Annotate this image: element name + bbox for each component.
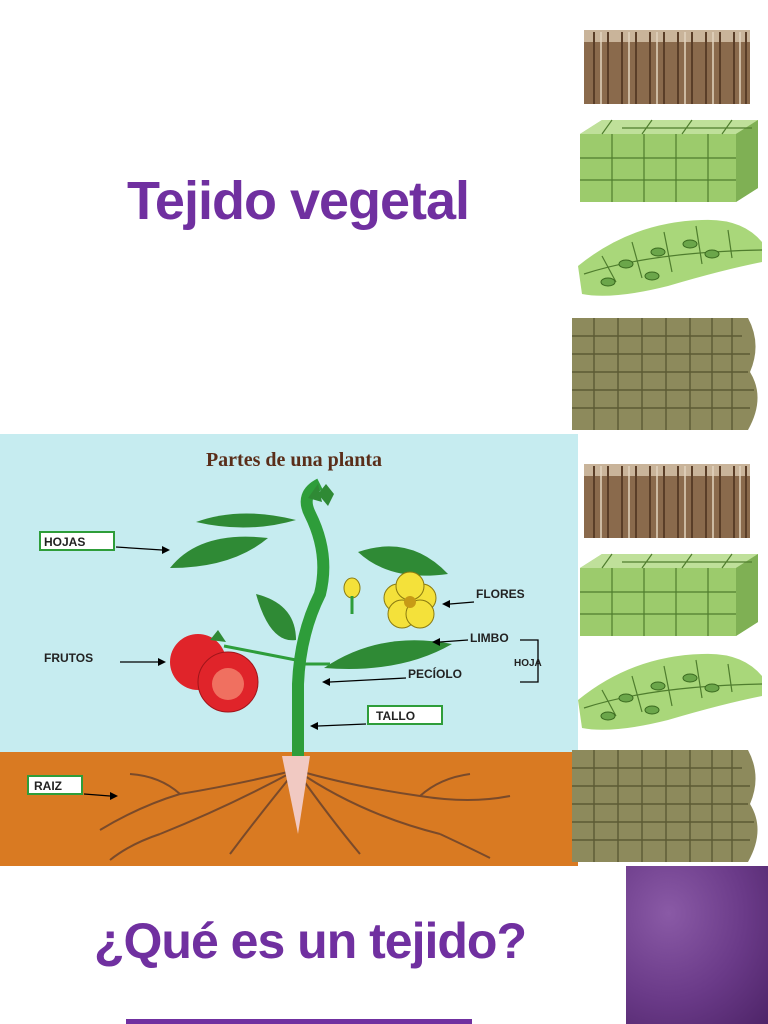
- roots: [99, 769, 511, 861]
- question-title: ¿Qué es un tejido?: [93, 913, 527, 969]
- epidermis-tissue-image-2: [578, 653, 763, 730]
- wood-fiber-tissue-image: [584, 30, 750, 104]
- diagram-title: Partes de una planta: [206, 449, 382, 471]
- label-peciolo: PECÍOLO: [408, 666, 462, 681]
- cork-tissue-image: [572, 318, 758, 430]
- wood-fiber-tissue-image-2: [584, 464, 750, 538]
- purple-decorative-panel: [626, 866, 768, 1024]
- fruits: [170, 630, 259, 713]
- taproot: [282, 756, 310, 834]
- leaves: [170, 484, 452, 669]
- title-underline: [126, 1019, 472, 1024]
- plant-diagram: Partes de una planta: [0, 434, 578, 866]
- label-hoja: HOJA: [514, 658, 542, 669]
- cork-tissue-image-2: [572, 750, 758, 862]
- flower: [383, 571, 437, 629]
- parenchyma-tissue-image-2: [580, 553, 758, 636]
- sky-background: [0, 434, 578, 756]
- flower-bud: [343, 577, 361, 599]
- parenchyma-tissue-image: [580, 119, 758, 202]
- label-tallo: TALLO: [376, 709, 415, 723]
- stem: [292, 478, 330, 756]
- slide-title: Tejido vegetal: [126, 171, 470, 231]
- label-flores: FLORES: [476, 587, 525, 601]
- label-limbo: LIMBO: [470, 631, 509, 645]
- label-frutos: FRUTOS: [44, 651, 93, 665]
- epidermis-tissue-image: [578, 219, 763, 296]
- label-hojas: HOJAS: [44, 535, 85, 549]
- label-raiz: RAIZ: [34, 779, 62, 793]
